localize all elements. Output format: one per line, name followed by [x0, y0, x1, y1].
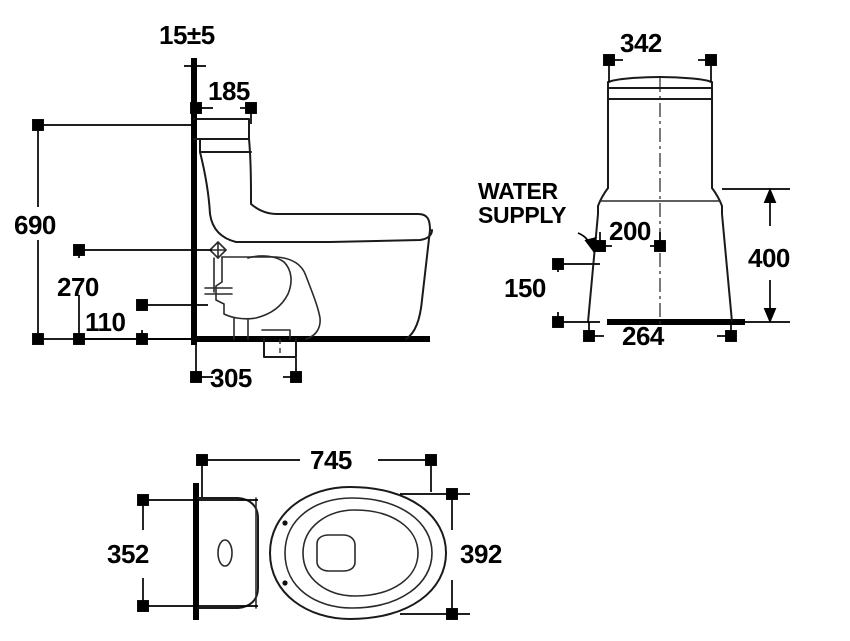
dim-front-tank-width: 342	[603, 28, 717, 82]
side-trapway-inner	[215, 255, 292, 320]
plan-view: 745 352 392	[107, 445, 502, 620]
side-pedestal-foot	[233, 317, 249, 340]
plan-bowl-rim-inner	[284, 497, 433, 609]
dim-side-outlet-height-label: 110	[85, 307, 125, 337]
dim-side-trap-offset: 305	[190, 345, 302, 393]
dim-front-supply-floor-height: 150	[504, 258, 600, 328]
dim-side-overall-height: 690	[14, 119, 194, 345]
plan-bolt-hole-bottom	[282, 580, 288, 586]
annotation-water-supply: WATER SUPPLY	[478, 178, 597, 254]
plan-bolt-hole-top	[282, 520, 288, 526]
water-supply-leader-arrow	[577, 232, 597, 254]
dim-front-supply-offset-label: 200	[609, 216, 651, 246]
dim-front-base-width-label: 264	[622, 321, 665, 351]
front-shoulder-left	[597, 187, 609, 215]
dim-front-tank-width-label: 342	[620, 28, 662, 58]
dim-plan-overall-length-label: 745	[310, 445, 352, 475]
front-elevation-view: 342 200 400	[478, 28, 790, 351]
dim-side-tank-depth: 185	[190, 76, 257, 124]
dim-plan-tank-width: 352	[107, 494, 258, 612]
front-pedestal-left	[587, 213, 599, 323]
dim-side-overall-height-label: 690	[14, 210, 56, 240]
dim-plan-bowl-width: 392	[400, 488, 502, 620]
side-bowl-right-skirt	[405, 229, 431, 340]
dim-plan-tank-width-label: 352	[107, 539, 149, 569]
dim-front-supply-offset: 200	[594, 216, 666, 252]
side-floor-outlet	[263, 338, 297, 358]
side-supply-branch	[204, 287, 233, 295]
dim-front-base-width: 264	[583, 321, 737, 351]
front-pedestal-right	[721, 213, 733, 323]
dim-side-outlet-height: 110	[85, 299, 208, 345]
side-trapway-outer	[221, 256, 321, 340]
side-elevation-view: 15±5 185 690	[14, 20, 433, 393]
side-seat-top-profile	[199, 151, 433, 243]
plan-flush-button	[217, 539, 233, 567]
front-shoulder-right	[711, 187, 723, 215]
side-supply-valve-symbol	[209, 241, 227, 259]
side-tank-lid	[193, 118, 250, 140]
dim-plan-overall-length: 745	[196, 445, 437, 497]
plan-flush-opening	[316, 534, 356, 572]
dim-side-tolerance-label: 15±5	[159, 20, 215, 50]
dim-side-supply-height: 270	[57, 244, 212, 345]
water-supply-label-line2: SUPPLY	[478, 202, 566, 228]
plan-bowl-opening	[302, 509, 419, 597]
plan-tank-outline	[197, 497, 259, 609]
dim-front-supply-floor-height-label: 150	[504, 273, 546, 303]
front-tank-top	[608, 76, 712, 83]
plan-bowl-rim-outer	[269, 486, 447, 620]
dim-front-seat-height-label: 400	[748, 243, 790, 273]
dim-side-trap-offset-label: 305	[210, 363, 252, 393]
side-base-lip	[261, 329, 291, 340]
side-tank-lid-inner	[199, 138, 252, 153]
dim-side-tank-depth-label: 185	[208, 76, 250, 106]
water-supply-label-line1: WATER	[478, 178, 559, 204]
dim-plan-bowl-width-label: 392	[460, 539, 502, 569]
dim-side-supply-height-label: 270	[57, 272, 99, 302]
side-tank-front-profile	[248, 138, 431, 231]
dim-front-seat-height: 400	[722, 187, 790, 324]
